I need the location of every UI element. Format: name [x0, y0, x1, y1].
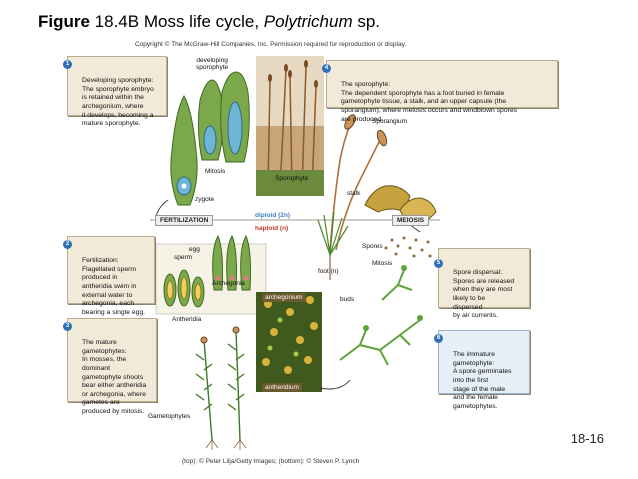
- step-badge: 1: [63, 60, 72, 69]
- label-stalk: stalk: [347, 190, 361, 197]
- photo-credit: (top): © Peter Lilja/Getty Images; (bott…: [182, 458, 360, 465]
- step-badge: 6: [434, 334, 443, 343]
- callout-sporophyte: 4 The sporophyte: The dependent sporophy…: [322, 60, 558, 123]
- label-zygote: zygote: [195, 196, 215, 203]
- label-archegonium: archegonium: [262, 293, 306, 302]
- callout-developing-sporophyte: 1 Developing sporophyte: The sporophyte …: [63, 56, 167, 127]
- buds-drawing: [363, 265, 423, 331]
- label-sperm: sperm: [174, 254, 193, 261]
- label-diploid: diploid (2n): [255, 212, 291, 219]
- gametophyte-tips: [200, 326, 240, 344]
- archegonium-drawing-middle: [197, 79, 224, 161]
- label-sporophyte: Sporophyte: [275, 175, 309, 182]
- callout-mature-gametophytes: 3 The mature gametophytes: In mosses, th…: [63, 318, 157, 415]
- phase-fertilization: FERTILIZATION: [155, 215, 214, 226]
- step-badge: 4: [322, 64, 331, 73]
- step-badge: 3: [63, 322, 72, 331]
- callout-spore-dispersal: 5 Spore dispersal: Spores are released w…: [434, 248, 530, 319]
- phase-meiosis: MEIOSIS: [392, 215, 430, 226]
- label-mitosis-right: Mitosis: [372, 260, 393, 267]
- spore-dots: [384, 236, 432, 258]
- protonema-drawing: [339, 269, 421, 366]
- callout-fertilization: 2 Fertilization: Flagellated sperm produ…: [63, 236, 155, 316]
- label-egg: egg: [189, 246, 200, 253]
- label-antheridium: antheridium: [262, 383, 302, 392]
- archegonium-drawing-right: [220, 71, 250, 163]
- step-badge: 5: [434, 259, 443, 268]
- label-developing-sporophyte: developing sporophyte: [196, 57, 229, 71]
- rhizoids: [205, 439, 247, 450]
- label-gametophytes: Gametophytes: [148, 413, 191, 420]
- label-archegonia: Archegonia: [212, 280, 245, 287]
- label-sporangium: Sporangium: [372, 118, 408, 125]
- mature-sporophyte-drawing: [317, 114, 388, 280]
- label-foot: foot (n): [318, 268, 339, 275]
- archegonium-drawing-left: [170, 94, 198, 206]
- figure-title: Figure 18.4B Moss life cycle, Polytrichu…: [38, 12, 381, 31]
- label-mitosis-top: Mitosis: [205, 168, 226, 175]
- callout-immature-gametophyte: 6 The immature gametophyte: A spore germ…: [434, 330, 530, 410]
- label-haploid: haploid (n): [255, 225, 289, 232]
- step-badge: 2: [63, 240, 72, 249]
- gametophyte-photo: [256, 292, 322, 392]
- page-number: 18-16: [570, 431, 604, 446]
- antheridia-archegonia-drawing: [155, 234, 267, 315]
- label-spores: Spores: [362, 243, 383, 250]
- label-antheridia: Antheridia: [172, 316, 202, 323]
- label-buds: buds: [340, 296, 355, 303]
- sporophyte-photo: [256, 56, 324, 196]
- copyright-notice: Copyright © The McGraw-Hill Companies, I…: [135, 41, 407, 48]
- gametophyte-shoots: [195, 329, 245, 441]
